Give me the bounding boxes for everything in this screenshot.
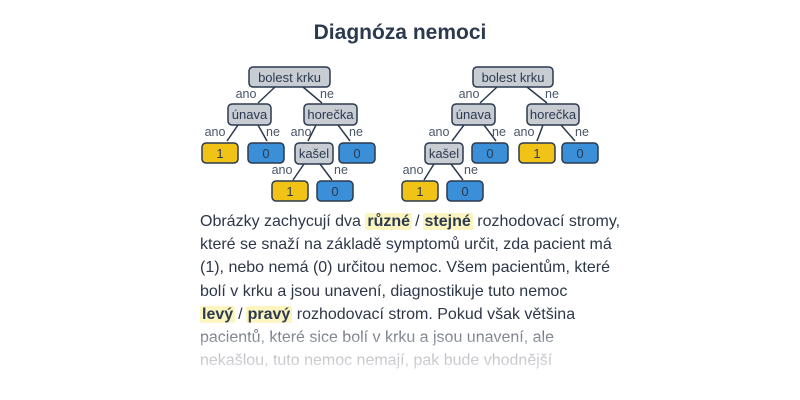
edge-label-no: ne	[492, 125, 506, 139]
svg-text:horečka: horečka	[530, 107, 577, 122]
decision-trees: ano ne ano ne ano ne ano ne bolest krku …	[201, 66, 599, 202]
leaf-zero: 0	[446, 180, 484, 202]
svg-text:horečka: horečka	[307, 107, 354, 122]
edge-label-yes: ano	[205, 125, 226, 139]
svg-text:kašel: kašel	[429, 146, 459, 161]
leaf-zero: 0	[338, 142, 376, 164]
edge-label-no: ne	[334, 163, 348, 177]
node-cough: kašel	[424, 142, 464, 165]
svg-text:únava: únava	[456, 107, 492, 122]
text-segment: rozhodovací stromy,	[477, 213, 621, 230]
paragraph-line: Obrázky zachycují dva různé/stejné rozho…	[200, 210, 620, 233]
choice-separator: /	[415, 213, 420, 230]
paragraph-line: levý/pravý rozhodovací strom. Pokud však…	[200, 303, 610, 326]
paragraph-line: (1), nebo nemá (0) určitou nemoc. Všem p…	[200, 259, 610, 277]
leaf-zero: 0	[247, 142, 285, 164]
left-tree-edges	[226, 86, 351, 181]
edge-label-yes: ano	[403, 163, 424, 177]
svg-text:0: 0	[461, 184, 468, 199]
leaf-one: 1	[271, 180, 309, 202]
node-fatigue: únava	[227, 103, 272, 126]
node-fever: horečka	[303, 103, 358, 126]
node-cough: kašel	[294, 142, 334, 165]
svg-text:únava: únava	[232, 107, 268, 122]
choice-right[interactable]: pravý	[245, 305, 293, 323]
right-tree: ano ne ano ne ano ne ano ne bolest krku …	[401, 66, 599, 202]
svg-text:1: 1	[216, 146, 223, 161]
edge-label-yes: ano	[429, 125, 450, 139]
svg-text:1: 1	[416, 184, 423, 199]
edge-label-yes: ano	[459, 87, 480, 101]
text-segment: Obrázky zachycují dva	[200, 213, 361, 230]
page-title: Diagnóza nemoci	[313, 21, 487, 44]
svg-text:1: 1	[286, 184, 293, 199]
leaf-zero: 0	[471, 142, 509, 164]
leaf-zero: 0	[316, 180, 354, 202]
node-sore-throat: bolest krku	[472, 66, 554, 88]
node-sore-throat: bolest krku	[248, 66, 331, 88]
paragraph-line: bolí v krku a jsou unavení, diagnostikuj…	[200, 282, 568, 300]
edge-label-no: ne	[266, 125, 280, 139]
choice-left[interactable]: levý	[200, 305, 236, 323]
edge-label-no: ne	[320, 87, 334, 101]
edge-label-no: ne	[349, 125, 363, 139]
choice-same[interactable]: stejné	[422, 213, 473, 230]
leaf-one: 1	[201, 142, 239, 164]
edge-label-yes: ano	[514, 125, 535, 139]
edge-label-yes: ano	[291, 125, 312, 139]
svg-text:0: 0	[353, 146, 360, 161]
svg-text:0: 0	[576, 146, 583, 161]
question-paragraph: Obrázky zachycují dva různé/stejné rozho…	[200, 210, 620, 372]
leaf-one: 1	[518, 142, 556, 164]
svg-text:0: 0	[331, 184, 338, 199]
svg-text:bolest krku: bolest krku	[258, 70, 321, 85]
left-tree: ano ne ano ne ano ne ano ne bolest krku …	[201, 66, 376, 202]
choice-separator: /	[238, 305, 243, 323]
svg-text:0: 0	[262, 146, 269, 161]
leaf-one: 1	[401, 180, 439, 202]
edge-label-yes: ano	[236, 87, 257, 101]
right-tree-edges	[423, 86, 576, 181]
node-fatigue: únava	[451, 103, 496, 126]
svg-text:bolest krku: bolest krku	[482, 70, 545, 85]
edge-label-no: ne	[575, 125, 589, 139]
edge-label-no: ne	[464, 163, 478, 177]
edge-label-yes: ano	[272, 163, 293, 177]
svg-text:kašel: kašel	[299, 146, 329, 161]
edge-label-no: ne	[545, 87, 559, 101]
node-fever: horečka	[526, 103, 580, 126]
paragraph-line: nekašlou, tuto nemoc nemají, pak bude vh…	[200, 352, 553, 370]
leaf-zero: 0	[561, 142, 599, 164]
paragraph-line: pacientů, které sice bolí v krku a jsou …	[200, 328, 554, 346]
svg-text:0: 0	[486, 146, 493, 161]
text-segment: rozhodovací strom. Pokud však většina	[296, 305, 576, 323]
paragraph-line: které se snaží na základě symptomů určit…	[200, 236, 612, 254]
choice-different[interactable]: různé	[365, 213, 413, 230]
svg-text:1: 1	[533, 146, 540, 161]
